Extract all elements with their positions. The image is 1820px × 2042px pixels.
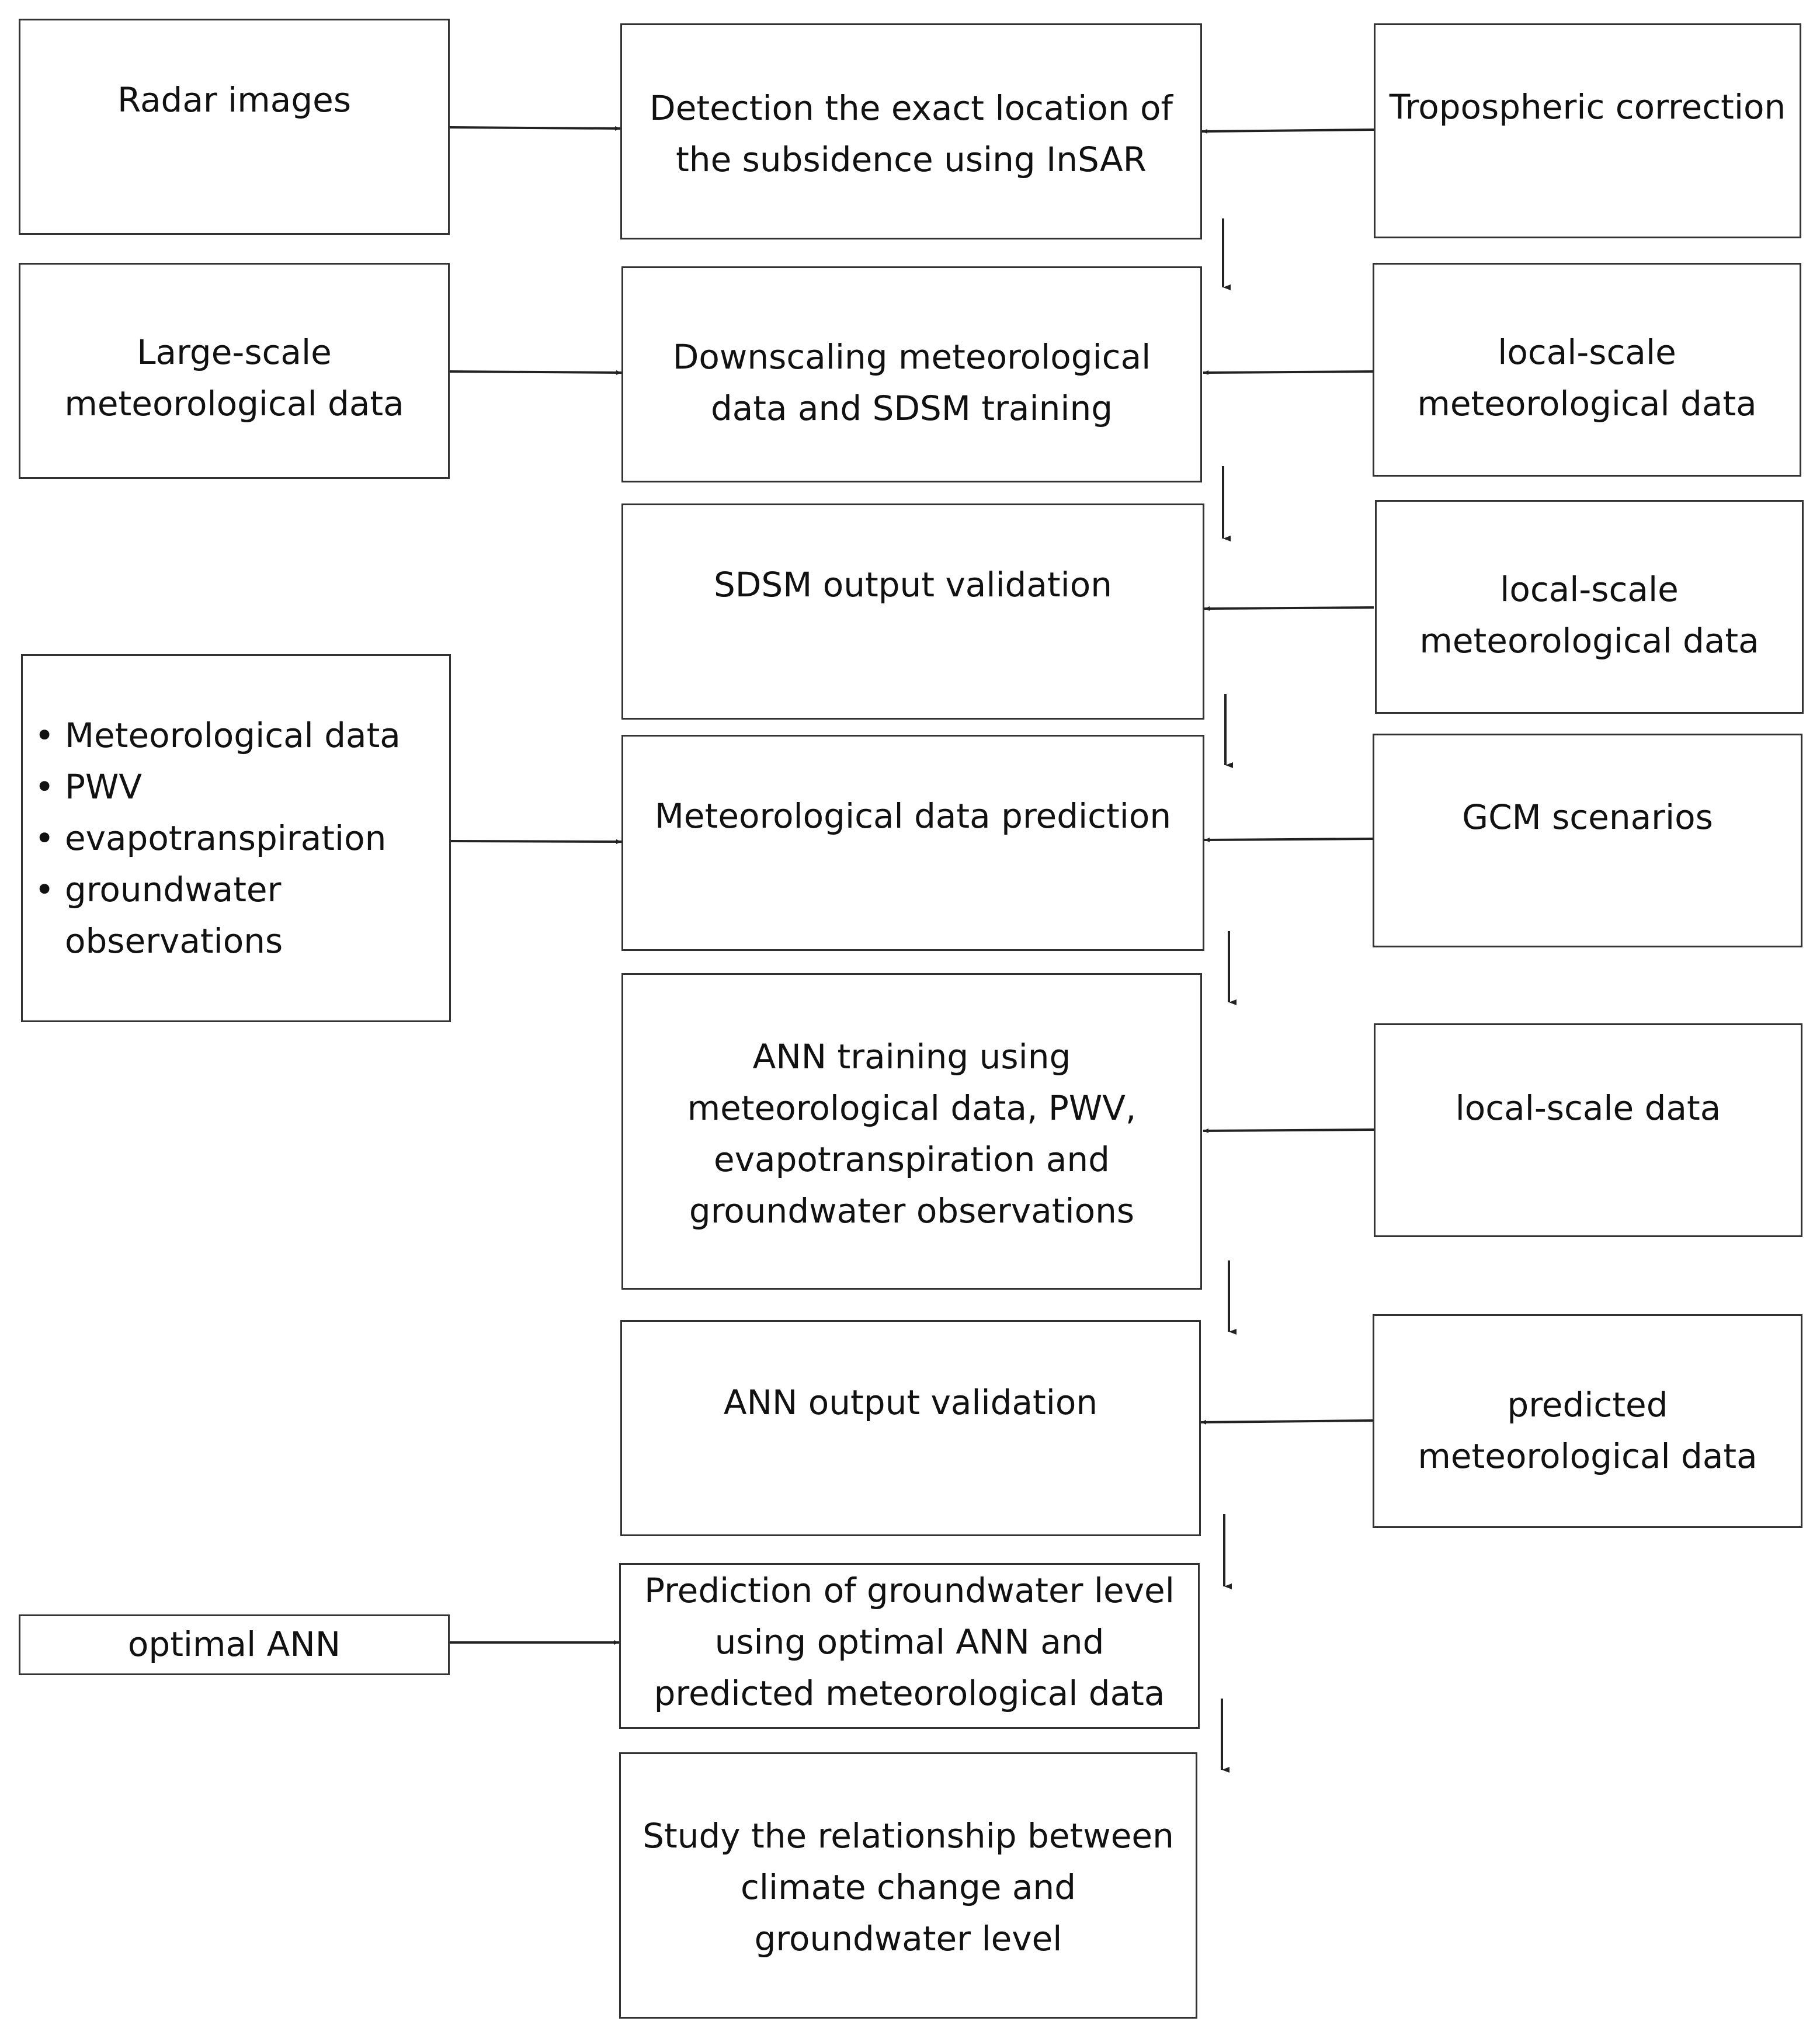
detection-step-box: Detection the exact location of the subs… <box>620 23 1202 239</box>
inputs-item-evapotranspiration: evapotranspiration <box>34 812 449 864</box>
optimal-ann-box: optimal ANN <box>19 1614 450 1675</box>
local-scale-data-box: local-scale data <box>1374 1023 1802 1237</box>
arrow-radar-to-detection <box>449 126 621 131</box>
large-scale-line-2: meteorological data <box>64 384 404 423</box>
local-scale-2-line-2: meteorological data <box>1419 621 1759 661</box>
tropospheric-correction-box: Tropospheric correction <box>1374 23 1801 238</box>
downscaling-step-box: Downscaling meteorological data and SDSM… <box>621 266 1202 482</box>
ann-training-line-2: meteorological data, PWV, <box>687 1088 1137 1128</box>
study-line-1: Study the relationship between <box>642 1816 1174 1856</box>
local-scale-1-line-1: local-scale <box>1498 332 1676 372</box>
ann-training-line-3: evapotranspiration and <box>714 1140 1110 1179</box>
downscaling-line-2: data and SDSM training <box>710 388 1113 428</box>
local-scale-data-label: local-scale data <box>1455 1088 1721 1128</box>
predicted-met-line-2: meteorological data <box>1418 1436 1758 1476</box>
ann-validation-step-box: ANN output validation <box>620 1320 1201 1536</box>
local-scale-box-1: local-scale meteorological data <box>1373 263 1801 477</box>
detection-line-1: Detection the exact location of <box>649 88 1173 128</box>
study-line-3: groundwater level <box>754 1919 1062 1958</box>
gcm-scenarios-box: GCM scenarios <box>1373 734 1802 947</box>
inputs-item-meteorological: Meteorological data <box>34 710 449 761</box>
arrow-localscale1-to-downscaling <box>1203 370 1374 375</box>
gcm-label: GCM scenarios <box>1462 797 1713 837</box>
ann-training-line-4: groundwater observations <box>689 1191 1135 1231</box>
tropospheric-label: Tropospheric correction <box>1389 87 1786 127</box>
ann-training-step-box: ANN training using meteorological data, … <box>621 973 1202 1290</box>
radar-images-label: Radar images <box>117 80 352 120</box>
large-scale-line-1: Large-scale <box>137 332 332 372</box>
inputs-list: Meteorological data PWV evapotranspirati… <box>23 710 449 967</box>
arrow-inputs-to-prediction <box>450 839 622 844</box>
arrow-gcm-to-prediction <box>1204 837 1373 842</box>
local-scale-box-2: local-scale meteorological data <box>1375 500 1804 714</box>
ann-validation-label: ANN output validation <box>723 1383 1098 1422</box>
study-line-2: climate change and <box>740 1867 1076 1907</box>
study-step-box: Study the relationship between climate c… <box>619 1752 1197 2019</box>
met-prediction-step-box: Meteorological data prediction <box>621 735 1204 951</box>
arrow-localdata-to-anntraining <box>1203 1128 1374 1133</box>
inputs-item-groundwater: groundwater observations <box>34 864 449 967</box>
large-scale-data-box: Large-scale meteorological data <box>19 263 450 479</box>
optimal-ann-label: optimal ANN <box>127 1624 341 1664</box>
arrow-tropospheric-to-detection <box>1201 129 1374 134</box>
ann-training-line-1: ANN training using <box>752 1037 1071 1076</box>
gw-prediction-step-box: Prediction of groundwater level using op… <box>619 1563 1200 1729</box>
gw-prediction-line-2: using optimal ANN and <box>714 1622 1104 1662</box>
gw-prediction-line-1: Prediction of groundwater level <box>644 1571 1175 1610</box>
local-scale-2-line-1: local-scale <box>1500 569 1679 609</box>
arrow-localscale2-to-sdsmvalidation <box>1204 606 1374 611</box>
arrow-largescale-to-downscaling <box>449 370 622 375</box>
predicted-met-box: predicted meteorological data <box>1373 1314 1802 1528</box>
local-scale-1-line-2: meteorological data <box>1417 384 1757 423</box>
radar-images-box: Radar images <box>19 19 450 235</box>
inputs-item-pwv: PWV <box>34 761 449 812</box>
inputs-list-box: Meteorological data PWV evapotranspirati… <box>21 654 451 1022</box>
met-prediction-label: Meteorological data prediction <box>654 796 1172 836</box>
gw-prediction-line-3: predicted meteorological data <box>654 1673 1165 1713</box>
predicted-met-line-1: predicted <box>1507 1385 1668 1425</box>
sdsm-validation-step-box: SDSM output validation <box>621 503 1204 720</box>
sdsm-validation-label: SDSM output validation <box>713 565 1113 605</box>
arrow-predictedmet-to-annvalidation <box>1200 1419 1373 1425</box>
detection-line-2: the subsidence using InSAR <box>676 140 1147 179</box>
downscaling-line-1: Downscaling meteorological <box>672 337 1151 377</box>
